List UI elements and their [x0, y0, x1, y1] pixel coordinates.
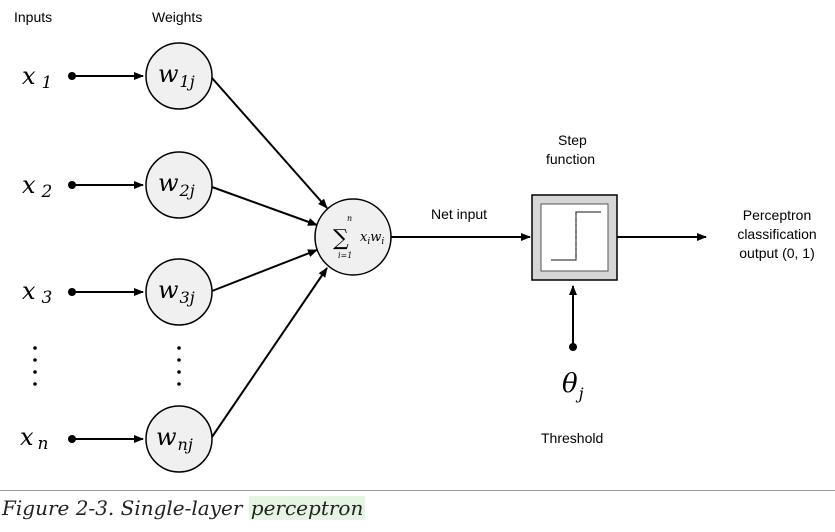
- function-label: function: [546, 151, 595, 167]
- svg-text:w2j: w2j: [158, 169, 195, 200]
- net-input-label: Net input: [431, 206, 487, 222]
- step-function-box: [531, 194, 618, 281]
- figure-caption: Figure 2-3. Single-layer perceptron: [2, 496, 366, 520]
- svg-text:w3j: w3j: [158, 276, 195, 307]
- inputs-header: Inputs: [14, 9, 52, 25]
- svg-text:wnj: wnj: [156, 423, 193, 454]
- threshold-dot: [569, 343, 577, 351]
- svg-text:xiwi: xiwi: [360, 230, 384, 247]
- svg-text:w1j: w1j: [158, 60, 195, 91]
- caption-highlight: perceptron: [248, 496, 366, 520]
- input-dots: [68, 72, 76, 443]
- sigma-symbol: ∑: [333, 226, 349, 251]
- weight-node-wnj: wnj: [145, 405, 213, 473]
- input-arrows: [72, 72, 144, 443]
- svg-text:n: n: [347, 214, 352, 223]
- theta-symbol: θj: [562, 369, 584, 403]
- caption-prefix: Figure 2-3. Single-layer: [2, 496, 249, 520]
- caption-rule: [0, 490, 835, 491]
- output-label-line1: Perceptron: [743, 207, 811, 223]
- step-label: Step: [558, 132, 587, 148]
- weight-node-w2j: w2j: [145, 151, 213, 219]
- weight-arrows: [211, 77, 328, 438]
- weights-header: Weights: [152, 9, 202, 25]
- svg-text:i=1: i=1: [338, 251, 352, 260]
- output-label-line2: classification: [737, 226, 816, 242]
- threshold-label: Threshold: [541, 430, 603, 446]
- summation-node: n ∑ i=1 xiwi: [314, 198, 392, 276]
- output-label-line3: output (0, 1): [739, 245, 815, 261]
- weight-node-w3j: w3j: [145, 258, 213, 326]
- weight-node-w1j: w1j: [145, 42, 213, 110]
- ellipsis-dots: [33, 346, 181, 386]
